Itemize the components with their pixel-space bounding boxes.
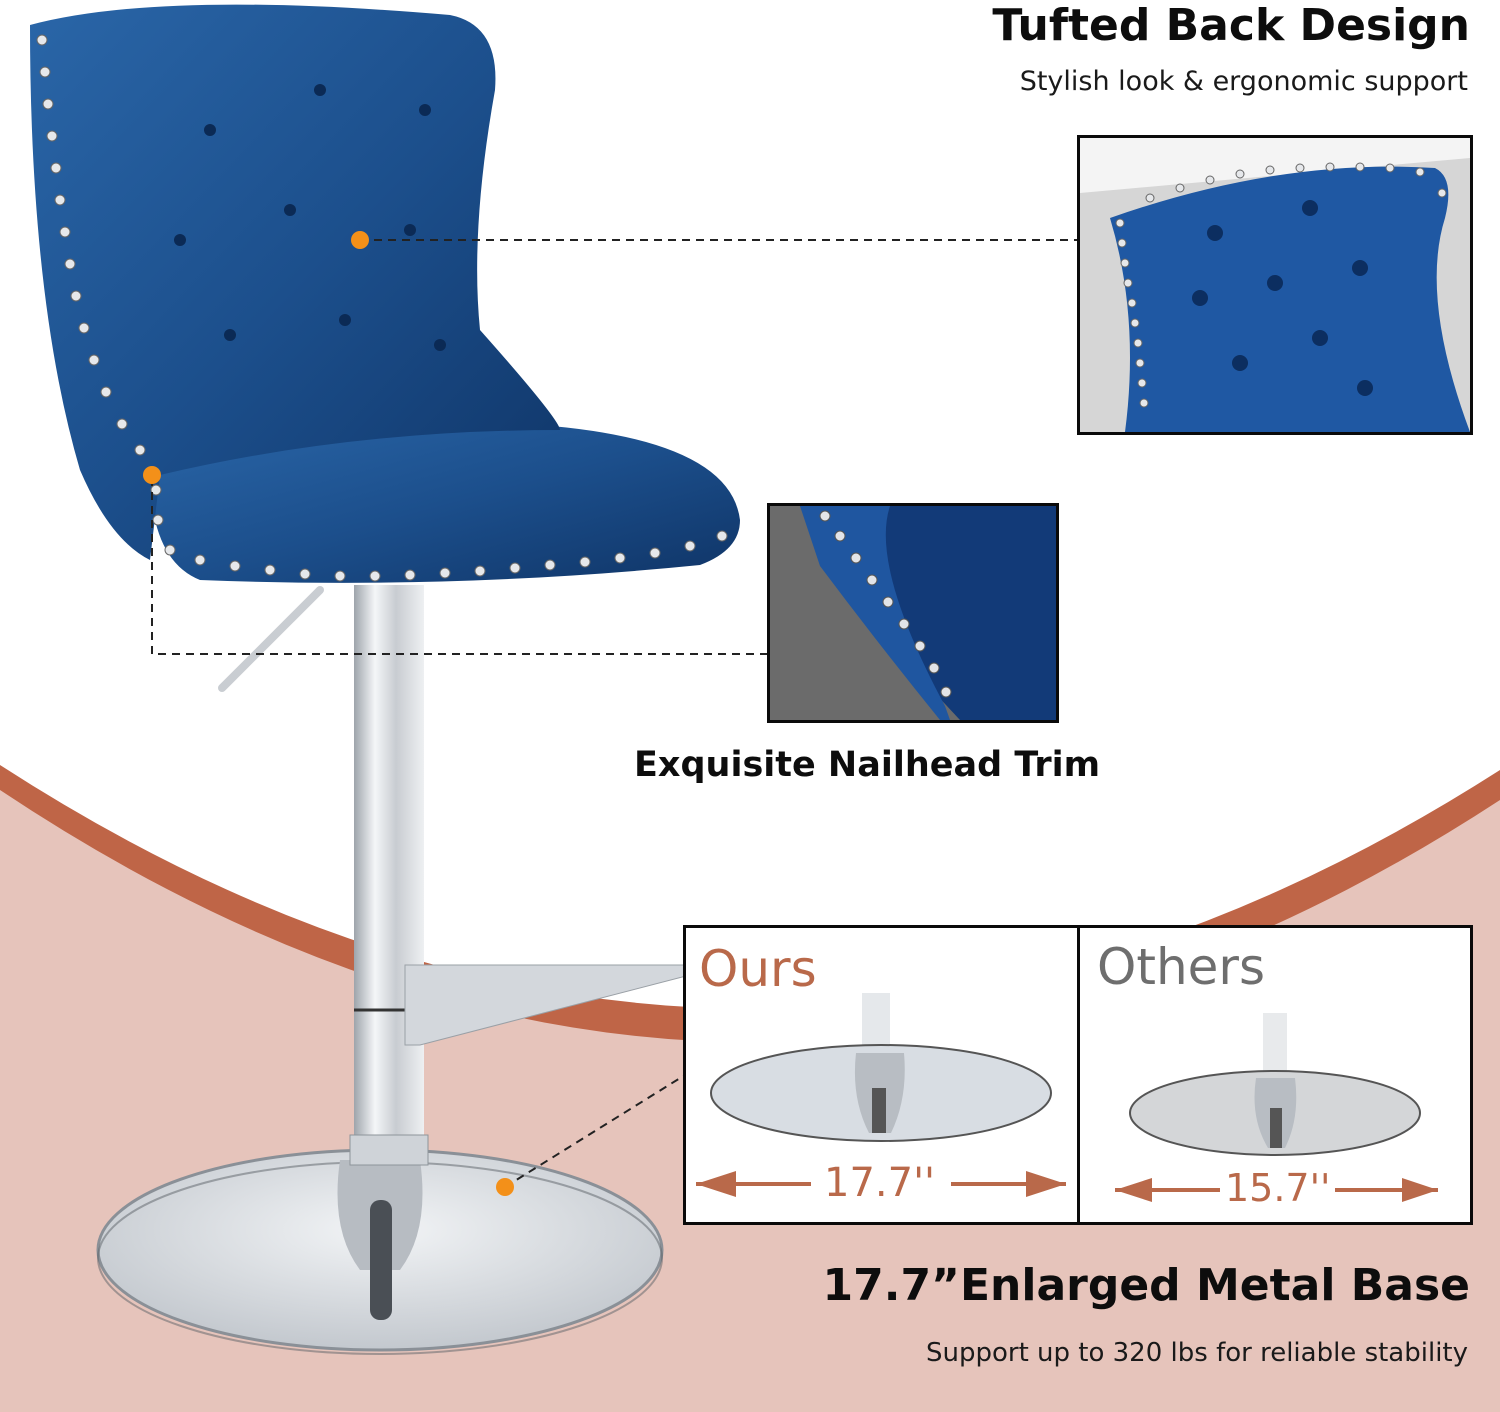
nailhead-closeup-image [767, 503, 1059, 723]
comparison-others-panel: Others 15.7'' [1077, 925, 1473, 1225]
ours-dimension: 17.7'' [824, 1160, 936, 1206]
base-title: 17.7”Enlarged Metal Base [822, 1260, 1471, 1311]
tufted-back-closeup-image [1077, 135, 1473, 435]
comparison-ours-panel: Ours 17.7'' [683, 925, 1080, 1225]
tufted-back-subtitle: Stylish look & ergonomic support [1019, 66, 1468, 97]
others-label: Others [1097, 938, 1266, 996]
callout-dot-base [496, 1178, 514, 1196]
tufted-back-title: Tufted Back Design [992, 0, 1470, 51]
callout-dot-nailhead [143, 466, 161, 484]
nailhead-title: Exquisite Nailhead Trim [634, 745, 1101, 785]
callout-dot-tufted-back [351, 231, 369, 249]
base-subtitle: Support up to 320 lbs for reliable stabi… [925, 1338, 1468, 1368]
ours-label: Ours [699, 940, 817, 998]
others-dimension: 15.7'' [1225, 1166, 1331, 1210]
